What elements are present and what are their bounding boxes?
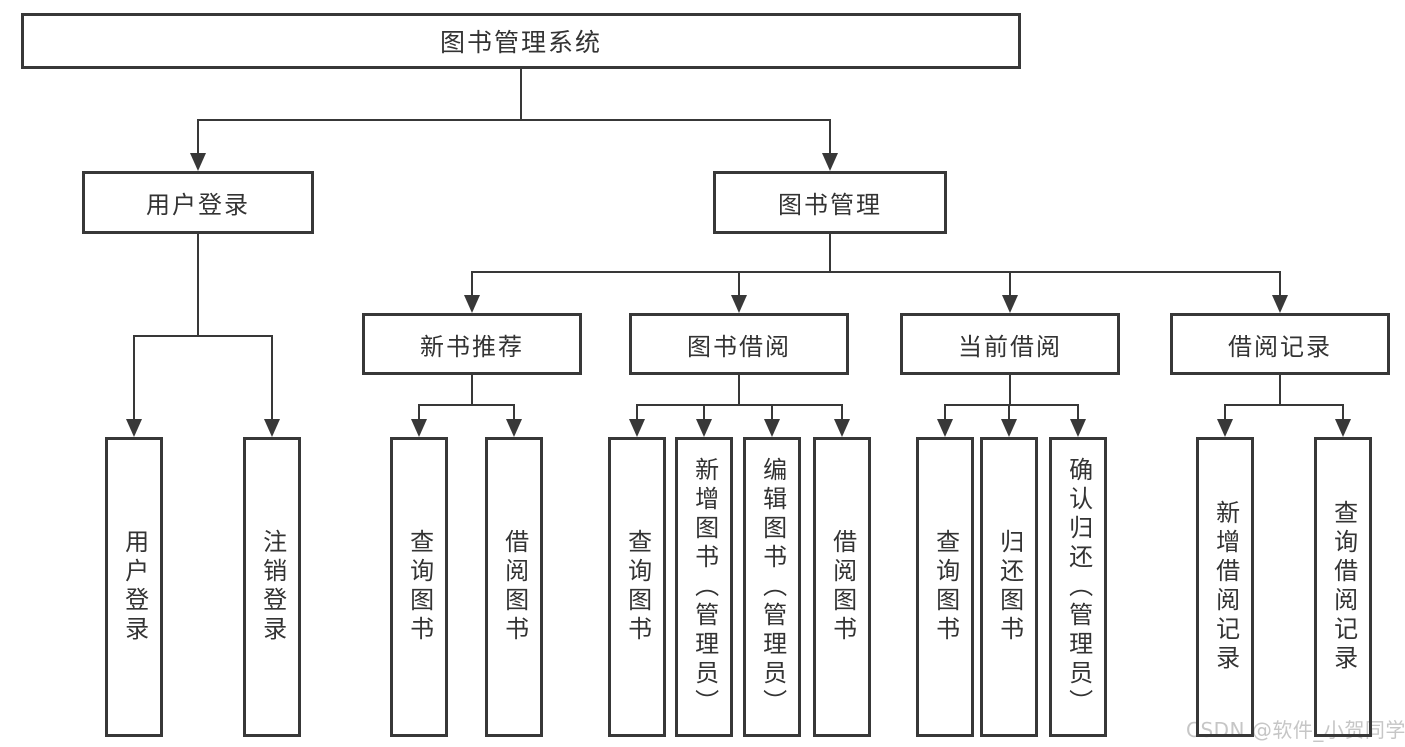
node-label: 查询图书 [931, 529, 960, 645]
connector-line [1077, 404, 1079, 421]
connector-line [944, 404, 946, 421]
node-leaf-query-books-borrow: 查询图书 [608, 437, 666, 737]
arrowhead-down-icon [937, 419, 953, 437]
node-label: 归还图书 [995, 529, 1024, 645]
arrowhead-down-icon [1217, 419, 1233, 437]
connector-line [133, 335, 135, 421]
node-leaf-query-books-recommend: 查询图书 [390, 437, 448, 737]
arrowhead-down-icon [264, 419, 280, 437]
arrowhead-down-icon [1272, 295, 1288, 313]
node-leaf-borrow-books-recommend: 借阅图书 [485, 437, 543, 737]
connector-line [1009, 375, 1011, 406]
connector-line [829, 234, 831, 273]
node-label: 借阅图书 [828, 529, 857, 645]
node-label: 编辑图书（管理员） [758, 456, 787, 718]
connector-line [944, 404, 1078, 406]
connector-line [197, 234, 199, 337]
csdn-watermark: CSDN @软件_小贺同学 [1186, 718, 1405, 742]
node-label: 新增图书（管理员） [690, 456, 719, 718]
connector-line [1224, 404, 1344, 406]
connector-line [133, 335, 273, 337]
node-label: 查询图书 [405, 529, 434, 645]
connector-line [471, 271, 1281, 273]
node-label: 查询图书 [623, 529, 652, 645]
node-current-borrowing: 当前借阅 [900, 313, 1120, 375]
node-leaf-query-borrow-record: 查询借阅记录 [1314, 437, 1372, 737]
arrowhead-down-icon [822, 153, 838, 171]
connector-line [738, 271, 740, 297]
connector-line [1279, 375, 1281, 406]
connector-line [841, 404, 843, 421]
connector-line [418, 404, 515, 406]
arrowhead-down-icon [411, 419, 427, 437]
node-label: 借阅记录 [1228, 332, 1332, 361]
arrowhead-down-icon [764, 419, 780, 437]
node-label: 当前借阅 [958, 332, 1062, 361]
arrowhead-down-icon [834, 419, 850, 437]
connector-line [829, 119, 831, 155]
node-label: 新书推荐 [420, 332, 524, 361]
node-label: 图书管理系统 [439, 28, 602, 57]
node-new-book-recommendation: 新书推荐 [362, 313, 582, 375]
node-leaf-edit-books-admin: 编辑图书（管理员） [743, 437, 801, 737]
node-user-login: 用户登录 [82, 171, 314, 234]
arrowhead-down-icon [731, 295, 747, 313]
connector-line [1279, 271, 1281, 297]
node-leaf-borrow-books: 借阅图书 [813, 437, 871, 737]
node-label: 用户登录 [146, 191, 250, 219]
node-leaf-return-books: 归还图书 [980, 437, 1038, 737]
connector-line [418, 404, 420, 421]
node-book-borrowing: 图书借阅 [629, 313, 849, 375]
node-label: 确认归还（管理员） [1064, 456, 1093, 718]
connector-line [771, 404, 773, 421]
connector-line [1009, 271, 1011, 297]
node-leaf-add-books-admin: 新增图书（管理员） [675, 437, 733, 737]
connector-line [636, 404, 843, 406]
connector-line [636, 404, 638, 421]
arrowhead-down-icon [126, 419, 142, 437]
connector-line [738, 375, 740, 406]
arrowhead-down-icon [1070, 419, 1086, 437]
node-label: 图书借阅 [687, 332, 791, 361]
connector-line [471, 375, 473, 406]
node-label: 图书管理 [778, 191, 882, 219]
connector-line [271, 335, 273, 421]
node-borrowing-records: 借阅记录 [1170, 313, 1390, 375]
node-label: 查询借阅记录 [1329, 500, 1358, 674]
connector-line [197, 119, 831, 121]
arrowhead-down-icon [696, 419, 712, 437]
arrowhead-down-icon [629, 419, 645, 437]
node-leaf-logout: 注销登录 [243, 437, 301, 737]
connector-line [1008, 404, 1010, 421]
node-label: 注销登录 [258, 529, 287, 645]
node-label: 用户登录 [120, 529, 149, 645]
arrowhead-down-icon [464, 295, 480, 313]
connector-line [520, 69, 522, 121]
arrowhead-down-icon [1002, 295, 1018, 313]
connector-line [1342, 404, 1344, 421]
connector-line [471, 271, 473, 297]
node-leaf-add-borrow-record: 新增借阅记录 [1196, 437, 1254, 737]
arrowhead-down-icon [1335, 419, 1351, 437]
arrowhead-down-icon [190, 153, 206, 171]
node-label: 新增借阅记录 [1211, 500, 1240, 674]
node-library-management-system: 图书管理系统 [21, 13, 1021, 69]
node-leaf-confirm-return-admin: 确认归还（管理员） [1049, 437, 1107, 737]
connector-line [197, 119, 199, 155]
arrowhead-down-icon [1001, 419, 1017, 437]
node-leaf-query-books-current: 查询图书 [916, 437, 974, 737]
connector-line [703, 404, 705, 421]
connector-line [513, 404, 515, 421]
node-label: 借阅图书 [500, 529, 529, 645]
node-book-management: 图书管理 [713, 171, 947, 234]
connector-line [1224, 404, 1226, 421]
arrowhead-down-icon [506, 419, 522, 437]
node-leaf-user-login: 用户登录 [105, 437, 163, 737]
